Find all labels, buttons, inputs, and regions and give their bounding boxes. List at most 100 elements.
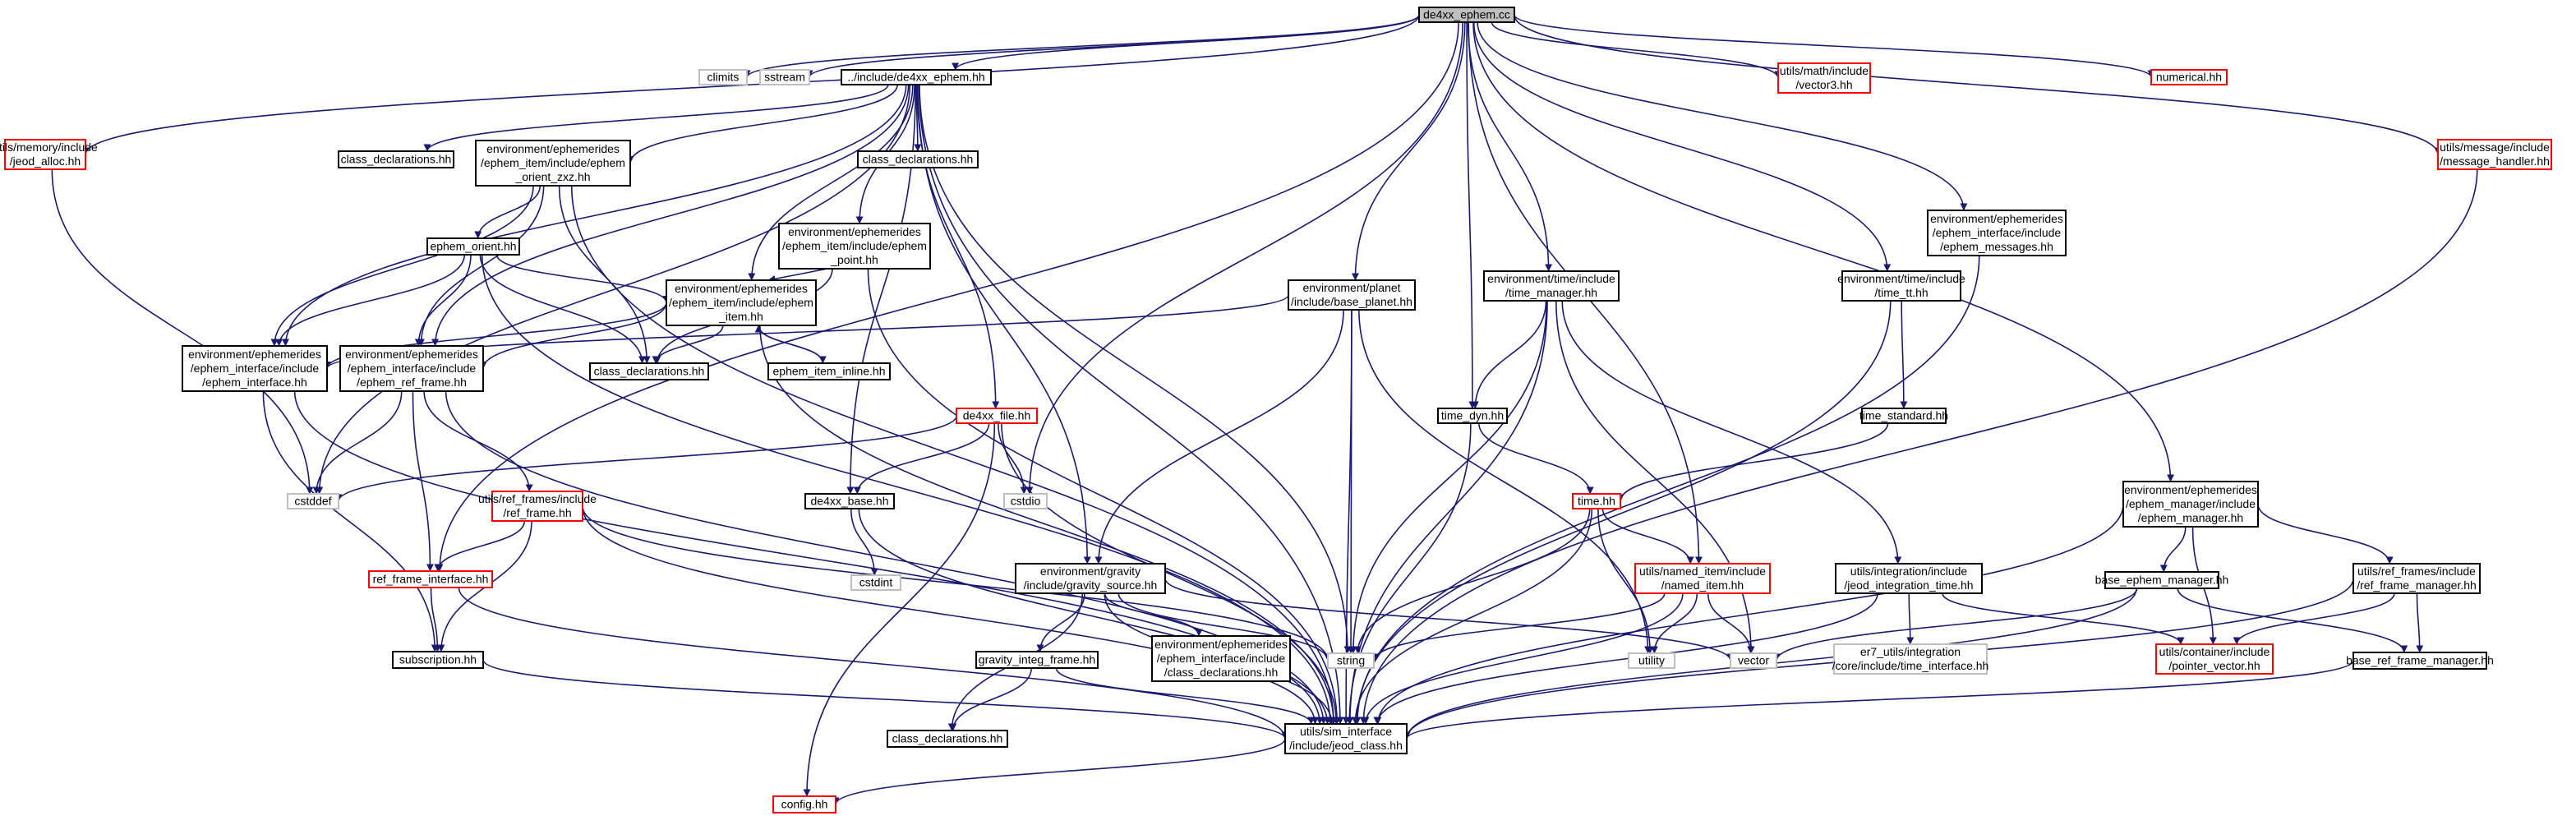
file-node-time-manager[interactable]: environment/time/include/time_manager.hh [1483,270,1620,302]
file-node-time-tt[interactable]: environment/time/include/time_tt.hh [1837,270,1965,302]
file-node-ephem-ref-frame[interactable]: environment/ephemerides/ephem_interface/… [339,345,484,392]
file-node-ephem-interface[interactable]: environment/ephemerides/ephem_interface/… [182,345,328,392]
node-box [1777,62,1871,94]
node-label-line: /ephem_interface.hh [202,376,307,389]
node-box [956,408,1038,424]
edge-ephem-item-to-class-decl-c [652,325,724,364]
edge-de4xx-ephem-cc-to-jeod-alloc [81,14,1420,155]
file-node-config[interactable]: config.hh [772,795,836,813]
node-label-line: utils/sim_interface [1300,725,1392,738]
node-box [2437,139,2552,170]
file-node-class-decl-c[interactable]: class_declarations.hh [589,362,709,380]
node-label-line: _orient_zxz.hh [514,170,590,183]
file-node-cstdio[interactable]: cstdio [1003,493,1048,509]
node-box [2104,571,2219,589]
node-label-line: cstddef [294,495,331,508]
edge-de4xx-ephem-cc-to-sstream [805,14,1420,78]
edge-de4xx-ephem-hh-to-jeod-class [918,84,1344,725]
file-node-ephem-orient-zxz[interactable]: environment/ephemerides/ephem_item/inclu… [475,140,631,187]
file-node-message-handler[interactable]: utils/message/include/message_handler.hh [2437,139,2552,170]
file-node-de4xx-ephem-hh[interactable]: ../include/de4xx_ephem.hh [841,69,992,85]
edge-jeod-integration-time-to-jeod-class [1373,592,1878,725]
edge-ephem-orient-to-ephem-interface [275,254,466,347]
file-node-er7-time-interface[interactable]: er7_utils/integration/core/include/time_… [1832,643,1989,675]
file-node-time-hh[interactable]: time.hh [1572,493,1621,509]
file-node-class-decl-a[interactable]: class_declarations.hh [338,150,454,168]
file-node-vector[interactable]: vector [1730,652,1777,669]
edge-ephem-manager-to-base-ephem-manager [2159,526,2187,573]
node-box [2122,481,2259,528]
node-label-line: /ephem_interface/include [348,362,477,375]
file-node-time-dyn[interactable]: time_dyn.hh [1437,408,1508,424]
node-box [778,223,931,270]
node-label-line: environment/ephemerides [188,348,321,361]
node-label-line: de4xx_ephem.cc [1423,8,1510,21]
file-node-named-item[interactable]: utils/named_item/include/named_item.hh [1634,563,1771,594]
file-node-ephem-manager[interactable]: environment/ephemerides/ephem_manager/in… [2122,481,2259,528]
edge-named-item-to-string [1370,592,1666,661]
file-node-ref-frame-interface[interactable]: ref_frame_interface.hh [368,570,493,588]
file-node-de4xx-ephem-cc[interactable]: de4xx_ephem.cc [1418,7,1515,23]
node-box [1841,270,1961,302]
edge-de4xx-ephem-cc-to-cstdio [1025,21,1463,495]
file-node-subscription[interactable]: subscription.hh [392,651,484,669]
node-box [1327,652,1375,669]
file-node-sstream[interactable]: sstream [759,69,810,85]
file-node-base-ephem-manager[interactable]: base_ephem_manager.hh [2095,571,2229,589]
file-node-climits[interactable]: climits [698,69,748,85]
file-node-string[interactable]: string [1327,652,1375,669]
edge-ephem-orient-zxz-to-ephem-orient [474,185,541,239]
file-node-de4xx-file[interactable]: de4xx_file.hh [956,408,1038,424]
node-label-line: gravity_integ_frame.hh [979,653,1095,666]
node-box [1572,493,1621,509]
edge-ref-frame-interface-to-jeod-class [458,587,1289,740]
file-node-ref-frame-manager[interactable]: utils/ref_frames/include/ref_frame_manag… [2353,563,2481,594]
edge-de4xx-ephem-cc-to-ephem-messages [1477,21,1968,211]
node-label-line: de4xx_file.hh [963,409,1031,422]
node-label-line: utility [1638,654,1665,667]
node-box [426,237,520,256]
dependency-edges [51,14,2478,805]
file-node-ephem-orient[interactable]: ephem_orient.hh [426,237,520,256]
edge-time-standard-to-time-hh [1616,422,1889,502]
file-node-class-decl-d[interactable]: class_declarations.hh [887,730,1008,748]
node-box [1284,723,1408,754]
file-node-pointer-vector[interactable]: utils/container/include/pointer_vector.h… [2155,643,2274,675]
edge-ephem-point-to-jeod-class [867,268,1341,725]
file-node-cstdint[interactable]: cstdint [850,574,901,591]
file-node-ephem-item-inline[interactable]: ephem_item_inline.hh [767,362,891,380]
file-node-de4xx-base[interactable]: de4xx_base.hh [804,493,895,509]
file-node-cstddef[interactable]: cstddef [287,493,339,509]
edge-jeod-integration-time-to-pointer-vector [1942,592,2185,645]
file-node-time-standard[interactable]: time_standard.hh [1859,408,1948,424]
file-node-vector3[interactable]: utils/math/include/vector3.hh [1777,62,1871,94]
file-node-jeod-integration-time[interactable]: utils/integration/include/jeod_integrati… [1835,563,1983,594]
edge-jeod-integration-time-to-er7-time-interface [1906,592,1915,645]
file-node-utility[interactable]: utility [1628,652,1675,669]
file-node-ephem-iface-class-decl[interactable]: environment/ephemerides/ephem_interface/… [1151,635,1291,682]
node-label-line: /include/gravity_source.hh [1024,578,1158,592]
edge-time-hh-to-string [1353,508,1591,654]
file-node-numerical[interactable]: numerical.hh [2150,69,2228,85]
edge-de4xx-ephem-cc-to-base-planet [1351,21,1466,281]
file-node-base-ref-frame-manager[interactable]: base_ref_frame_manager.hh [2346,652,2494,670]
file-node-base-planet[interactable]: environment/planet/include/base_planet.h… [1288,279,1416,311]
file-node-gravity-source[interactable]: environment/gravity/include/gravity_sour… [1015,563,1166,594]
node-box [804,493,895,509]
file-node-gravity-integ-frame[interactable]: gravity_integ_frame.hh [975,651,1099,669]
edge-ephem-interface-to-subscription [262,390,439,652]
file-node-jeod-class[interactable]: utils/sim_interface/include/jeod_class.h… [1284,723,1408,754]
file-node-ephem-messages[interactable]: environment/ephemerides/ephem_interface/… [1927,210,2067,256]
file-node-ephem-item[interactable]: environment/ephemerides/ephem_item/inclu… [666,279,817,326]
edge-named-item-to-jeod-class [1362,592,1684,725]
file-node-jeod-alloc[interactable]: utils/memory/include/jeod_alloc.hh [0,139,98,170]
node-label-line: utils/named_item/include [1639,565,1766,578]
file-node-class-decl-b[interactable]: class_declarations.hh [857,150,979,168]
node-label-line: class_declarations.hh [341,153,452,166]
edge-jeod-class-to-config [832,738,1286,805]
node-label-line: /jeod_integration_time.hh [1844,578,1973,592]
node-label-line: /message_handler.hh [2440,154,2550,168]
file-node-ephem-point[interactable]: environment/ephemerides/ephem_item/inclu… [778,223,931,270]
file-node-ref-frame[interactable]: utils/ref_frames/include/ref_frame.hh [478,491,597,522]
